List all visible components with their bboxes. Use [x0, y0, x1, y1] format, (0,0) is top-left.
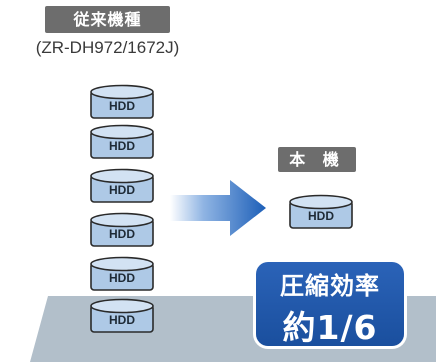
old-hdd-icon: HDD	[90, 256, 154, 292]
compression-badge: 圧縮効率 約1/6	[256, 262, 404, 347]
old-hdd-label: HDD	[109, 99, 135, 113]
old-model-label: 従来機種	[45, 6, 170, 33]
old-model-number: (ZR-DH972/1672J)	[35, 38, 180, 57]
old-hdd-icon: HDD	[90, 168, 154, 204]
compression-title: 圧縮効率	[280, 272, 380, 300]
new-hdd-icon: HDD	[289, 194, 353, 230]
compression-value: 約1/6	[282, 308, 378, 347]
old-hdd-icon: HDD	[90, 212, 154, 248]
old-hdd-label: HDD	[109, 271, 135, 285]
new-model-label: 本 機	[278, 147, 356, 172]
old-hdd-icon: HDD	[90, 124, 154, 160]
old-hdd-icon: HDD	[90, 298, 154, 334]
new-hdd-label: HDD	[308, 209, 334, 223]
old-hdd-label: HDD	[109, 139, 135, 153]
old-hdd-icon: HDD	[90, 84, 154, 120]
old-hdd-label: HDD	[109, 183, 135, 197]
arrow-right-icon	[170, 180, 266, 236]
old-hdd-label: HDD	[109, 227, 135, 241]
old-hdd-label: HDD	[109, 313, 135, 327]
